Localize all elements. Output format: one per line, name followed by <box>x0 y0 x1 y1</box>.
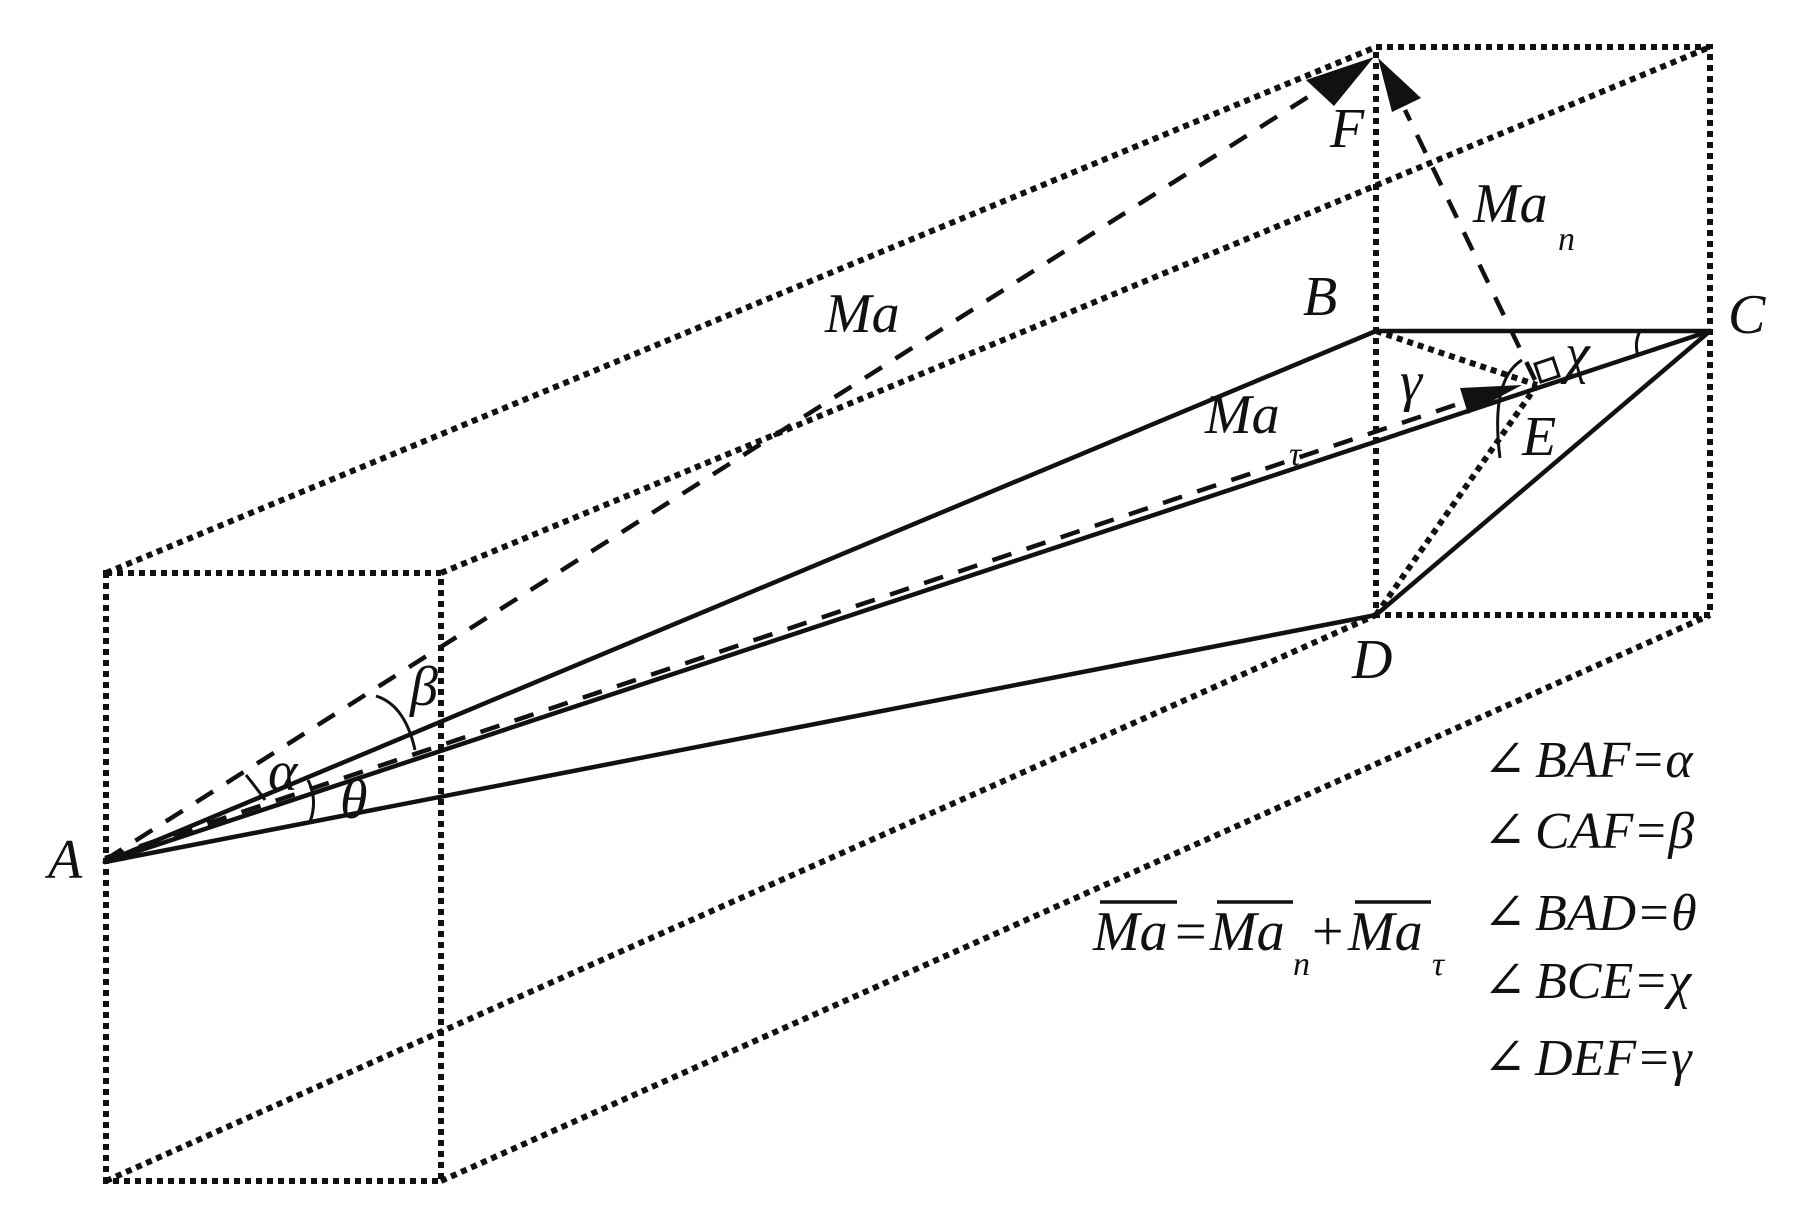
label-beta: β <box>409 656 438 718</box>
label-B: B <box>1303 266 1337 328</box>
legend-text: DEF=γ <box>1534 1030 1693 1087</box>
edge-bottom-back <box>439 612 1712 1184</box>
label-ma-tau: Ma <box>1204 384 1280 446</box>
label-E: E <box>1521 406 1556 468</box>
equation-term2: Ma <box>1347 901 1423 963</box>
equation-lhs: Ma <box>1092 901 1168 963</box>
label-F: F <box>1329 98 1365 160</box>
label-D: D <box>1351 629 1392 691</box>
angle-icon: ∠ <box>1483 885 1527 942</box>
edge-top-front <box>104 44 1378 576</box>
right-angle-marker <box>1533 356 1561 384</box>
legend-item: ∠ BAD=θ <box>1483 885 1697 942</box>
equation-plus: + <box>1312 901 1344 963</box>
equation-term2-subscript: τ <box>1432 946 1446 983</box>
arc-chi <box>1634 330 1642 357</box>
edge-bottom-front <box>104 612 1378 1184</box>
legend-item: ∠ BCE=χ <box>1483 953 1692 1010</box>
legend-text: BAF=α <box>1535 732 1694 789</box>
angle-icon: ∠ <box>1483 1030 1527 1087</box>
vector-ma-n <box>1402 109 1538 381</box>
vector-equation: Ma = Ma n + Ma τ <box>1092 900 1446 983</box>
label-ma-n-subscript: n <box>1558 221 1575 258</box>
angle-legend: ∠ BAF=α ∠ CAF=β ∠ BAD=θ ∠ BCE=χ ∠ DEF=γ <box>1483 732 1697 1087</box>
legend-item: ∠ CAF=β <box>1483 803 1694 860</box>
vector-labels: Ma Ma n Ma τ <box>824 173 1575 473</box>
legend-text: BCE=χ <box>1535 953 1692 1010</box>
solid-edges <box>102 328 1713 865</box>
legend-text: CAF=β <box>1535 803 1694 860</box>
equation-equals: = <box>1175 901 1207 963</box>
vector-ma-tau <box>104 397 1471 861</box>
edge-top-back <box>439 44 1712 576</box>
arrowhead-ma-n <box>1378 58 1421 112</box>
arrowhead-ma <box>1306 57 1374 106</box>
arc-alpha <box>244 774 267 801</box>
label-ma: Ma <box>824 283 900 345</box>
legend-item: ∠ BAF=α <box>1483 732 1694 789</box>
label-alpha: α <box>268 741 299 803</box>
label-A: A <box>44 829 83 891</box>
vectors <box>103 57 1538 862</box>
line-AC <box>102 328 1713 865</box>
label-ma-tau-subscript: τ <box>1289 436 1303 473</box>
label-ma-n: Ma <box>1472 173 1548 235</box>
label-chi: χ <box>1560 323 1591 385</box>
label-theta: θ <box>340 769 368 831</box>
equation-term1: Ma <box>1209 901 1285 963</box>
angle-icon: ∠ <box>1483 732 1527 789</box>
legend-item: ∠ DEF=γ <box>1483 1030 1693 1087</box>
angle-icon: ∠ <box>1483 803 1527 860</box>
point-labels: A B C D E F <box>44 98 1766 891</box>
label-C: C <box>1728 284 1766 346</box>
bounding-box <box>103 44 1713 1184</box>
line-CD <box>1373 328 1713 618</box>
line-DE <box>1373 383 1540 617</box>
arrowhead-ma-tau <box>1460 385 1522 414</box>
line-AB <box>102 328 1379 865</box>
arc-gamma <box>1496 358 1523 459</box>
vector-ma <box>103 86 1324 862</box>
line-AD <box>102 612 1379 865</box>
label-gamma: γ <box>1400 351 1424 413</box>
legend-text: BAD=θ <box>1535 885 1697 942</box>
equation-term1-subscript: n <box>1293 946 1310 983</box>
angle-icon: ∠ <box>1483 953 1527 1010</box>
angle-arcs <box>244 330 1642 823</box>
left-face <box>103 570 444 1184</box>
arc-beta <box>375 694 417 751</box>
angle-labels: α β θ γ χ <box>268 323 1591 831</box>
arc-theta <box>306 779 315 823</box>
